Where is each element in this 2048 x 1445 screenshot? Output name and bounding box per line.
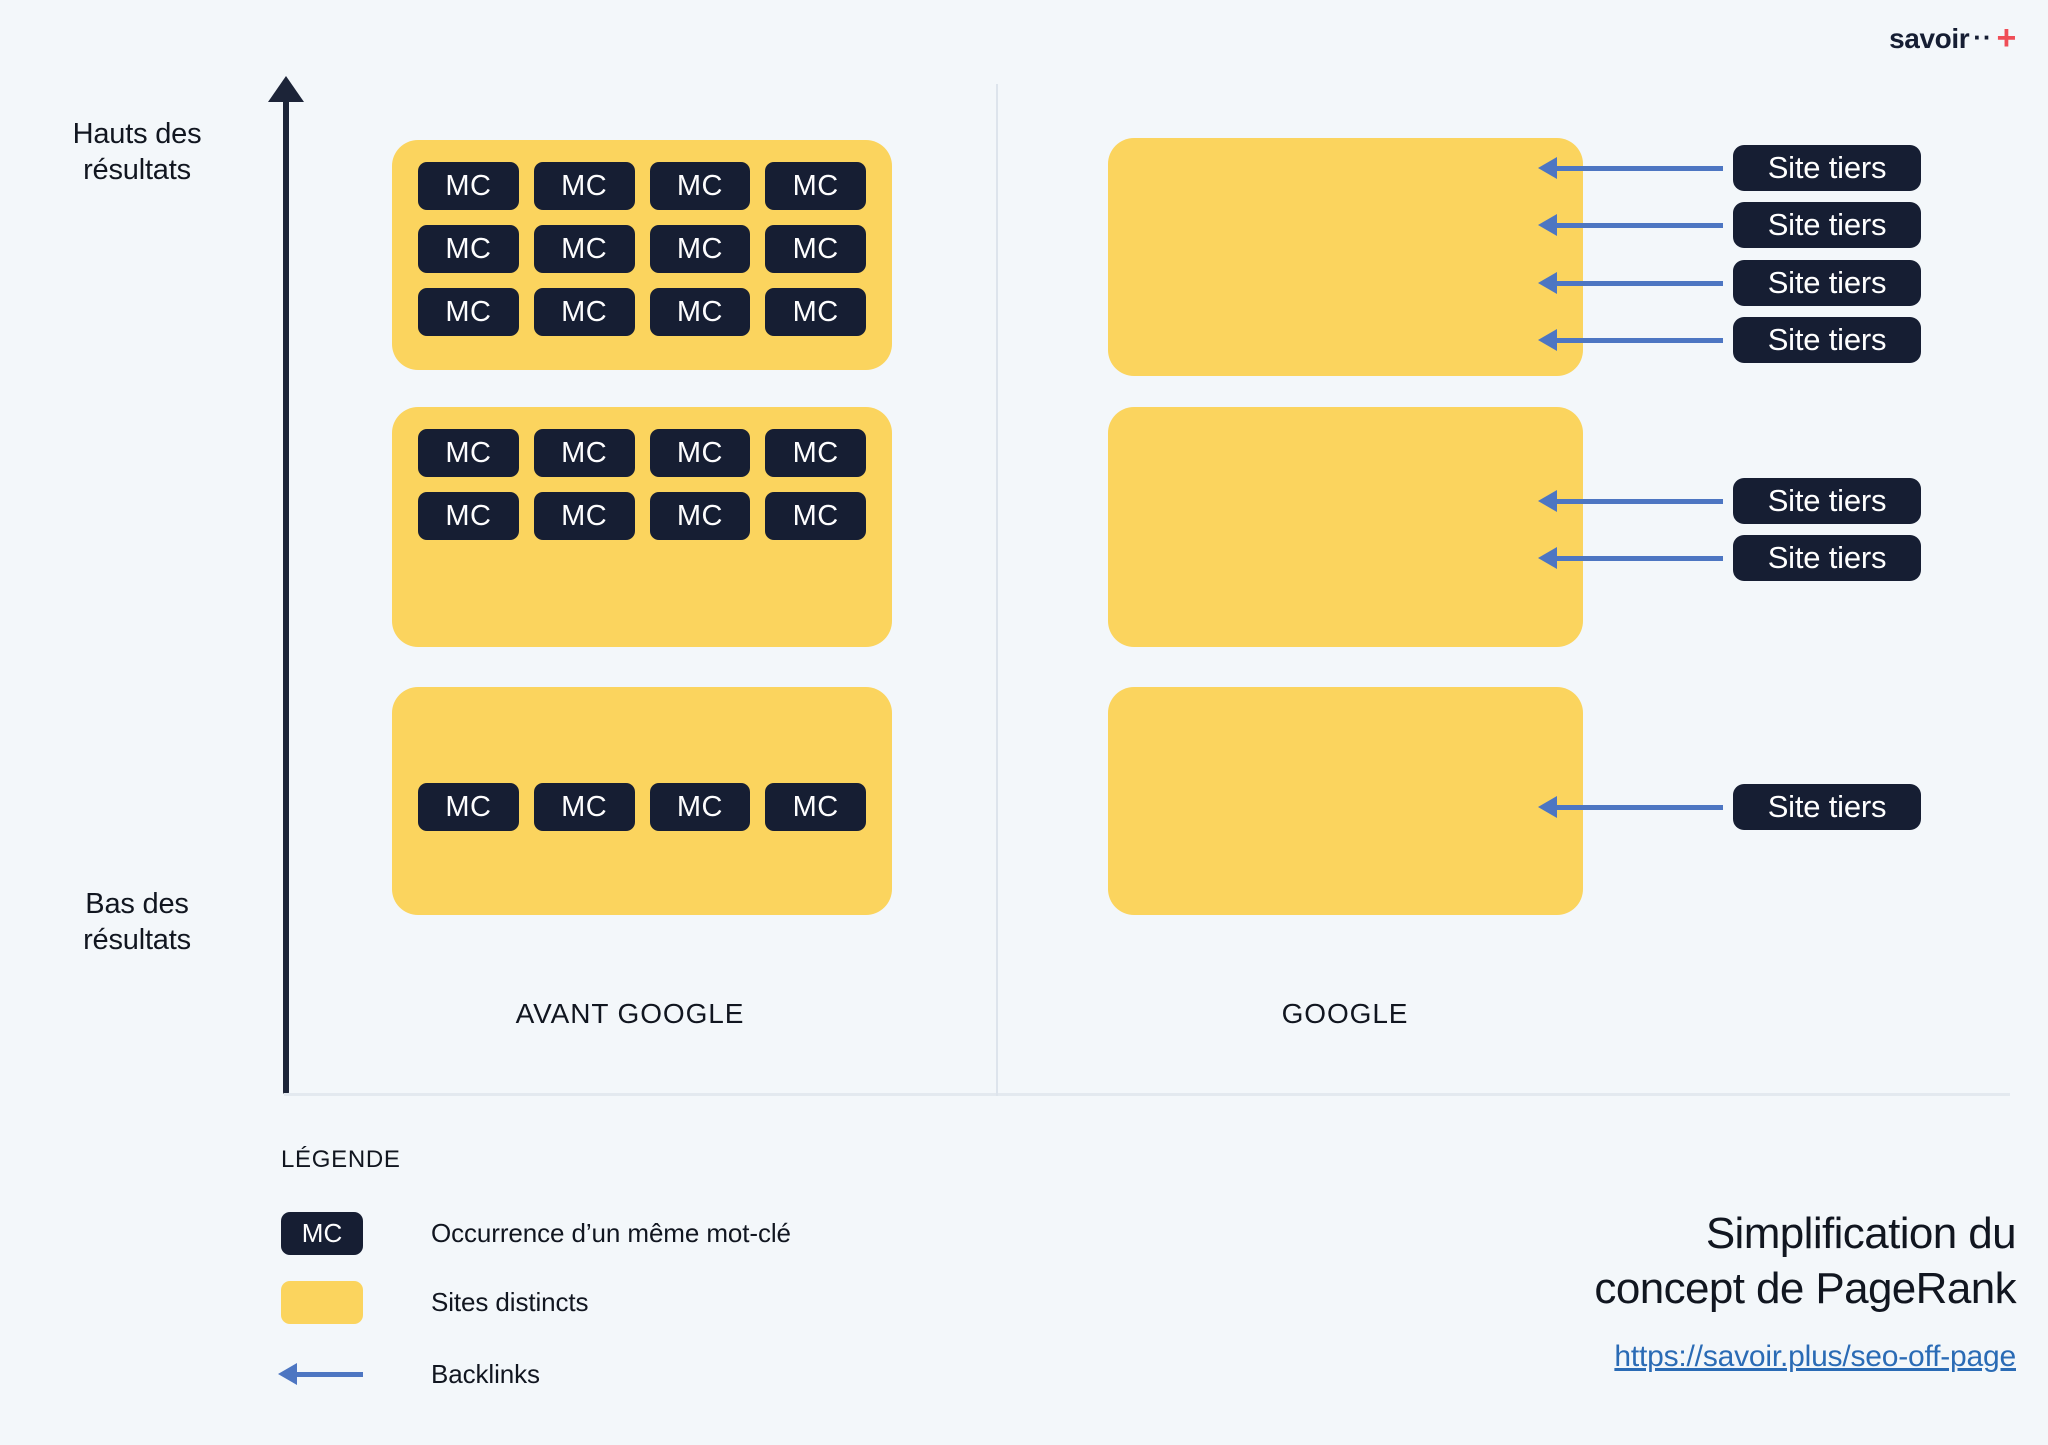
mc-row: MC MC MC MC (418, 429, 866, 477)
backlink-arrow-icon (1538, 156, 1723, 179)
mc-chip: MC (533, 783, 635, 831)
axis-top-label: Hauts des résultats (22, 117, 252, 189)
mc-chip: MC (533, 429, 635, 477)
mc-chip: MC (649, 783, 751, 831)
legend-swatch-mc-chip: MC (281, 1212, 363, 1255)
legend-title: LÉGENDE (281, 1146, 401, 1173)
backlink-arrow-icon (1538, 795, 1723, 818)
mc-row: MC MC MC MC (418, 288, 866, 336)
mc-row: MC MC MC MC (418, 162, 866, 210)
footer-title-line1: Simplification du (1705, 1209, 2017, 1258)
site-block-left-middle: MC MC MC MC MC MC MC MC (392, 407, 892, 647)
backlink-arrow-icon (1538, 546, 1723, 569)
site-block-left-bottom: MC MC MC MC (392, 687, 892, 915)
mc-grid: MC MC MC MC MC MC MC MC (392, 407, 892, 540)
site-block-right-top (1108, 138, 1583, 376)
mc-chip: MC (649, 225, 751, 273)
footer-url-link[interactable]: https://savoir.plus/seo-off-page (1614, 1340, 2016, 1373)
mc-chip: MC (649, 288, 751, 336)
axis-bottom-label-line1: Bas des (85, 888, 189, 920)
backlink-row: Site tiers (1538, 202, 1921, 248)
backlink-row: Site tiers (1538, 317, 1921, 363)
backlink-arrow-icon (1538, 328, 1723, 351)
legend-item-backlinks: Backlinks (278, 1353, 540, 1396)
brand-logo: savoir··+ (1889, 19, 2017, 57)
legend-label-keyword: Occurrence d’un même mot-clé (431, 1218, 791, 1248)
site-tiers-chip: Site tiers (1733, 535, 1921, 581)
mc-chip: MC (649, 162, 751, 210)
backlink-arrow-icon (1538, 271, 1723, 294)
site-tiers-chip: Site tiers (1733, 784, 1921, 830)
site-block-right-bottom (1108, 687, 1583, 915)
site-tiers-chip: Site tiers (1733, 478, 1921, 524)
mc-row: MC MC MC MC (418, 225, 866, 273)
mc-row: MC MC MC MC (418, 492, 866, 540)
backlink-row: Site tiers (1538, 260, 1921, 306)
mc-chip: MC (649, 429, 751, 477)
legend-swatch-yellow-square (281, 1281, 363, 1324)
mc-chip: MC (418, 429, 519, 477)
brand-dots-icon: ·· (1973, 21, 1993, 52)
site-tiers-chip: Site tiers (1733, 145, 1921, 191)
legend-label-sites: Sites distincts (431, 1287, 589, 1317)
axis-top-label-line2: résultats (83, 153, 191, 186)
mc-row: MC MC MC MC (418, 783, 866, 831)
mc-grid: MC MC MC MC MC MC MC MC MC MC MC MC (392, 140, 892, 336)
legend-arrow-line (278, 1363, 363, 1385)
axis-top-label-line1: Hauts des (72, 118, 202, 150)
axis-bottom-label: Bas des résultats (22, 887, 252, 959)
mc-chip: MC (533, 162, 635, 210)
axis-bottom-label-line2: résultats (83, 923, 191, 956)
y-axis-line (283, 82, 289, 1094)
column-divider (996, 84, 998, 1096)
baseline-divider (284, 1093, 2010, 1096)
mc-chip: MC (765, 429, 866, 477)
mc-chip: MC (765, 162, 866, 210)
backlink-row: Site tiers (1538, 145, 1921, 191)
mc-chip: MC (418, 288, 519, 336)
backlink-row: Site tiers (1538, 784, 1921, 830)
column-label-avant-google: AVANT GOOGLE (515, 998, 745, 1029)
backlink-arrow-icon (1538, 489, 1723, 512)
brand-plus-icon: + (1996, 19, 2017, 57)
mc-chip: MC (765, 225, 866, 273)
site-tiers-chip: Site tiers (1733, 317, 1921, 363)
site-block-right-middle (1108, 407, 1583, 647)
brand-name: savoir (1889, 23, 1970, 54)
mc-chip: MC (533, 225, 635, 273)
mc-chip: MC (649, 492, 751, 540)
mc-chip: MC (418, 162, 519, 210)
mc-grid: MC MC MC MC (392, 761, 892, 831)
legend-label-backlinks: Backlinks (431, 1359, 540, 1389)
legend-item-sites: Sites distincts (281, 1281, 589, 1324)
mc-chip: MC (765, 783, 866, 831)
legend-item-keyword: MC Occurrence d’un même mot-clé (281, 1212, 791, 1255)
mc-chip: MC (418, 783, 519, 831)
backlink-row: Site tiers (1538, 478, 1921, 524)
mc-chip: MC (765, 288, 866, 336)
backlink-arrow-icon (1538, 213, 1723, 236)
mc-chip: MC (765, 492, 866, 540)
mc-chip: MC (533, 288, 635, 336)
footer-title: Simplification du concept de PageRank (1276, 1206, 2016, 1317)
legend-swatch-arrow-left-icon (278, 1353, 363, 1396)
site-tiers-chip: Site tiers (1733, 260, 1921, 306)
footer-title-line2: concept de PageRank (1594, 1264, 2016, 1314)
backlink-row: Site tiers (1538, 535, 1921, 581)
site-tiers-chip: Site tiers (1733, 202, 1921, 248)
mc-chip: MC (418, 225, 519, 273)
mc-chip: MC (533, 492, 635, 540)
mc-chip: MC (418, 492, 519, 540)
column-label-google: GOOGLE (1281, 998, 1409, 1029)
site-block-left-top: MC MC MC MC MC MC MC MC MC MC MC MC (392, 140, 892, 370)
